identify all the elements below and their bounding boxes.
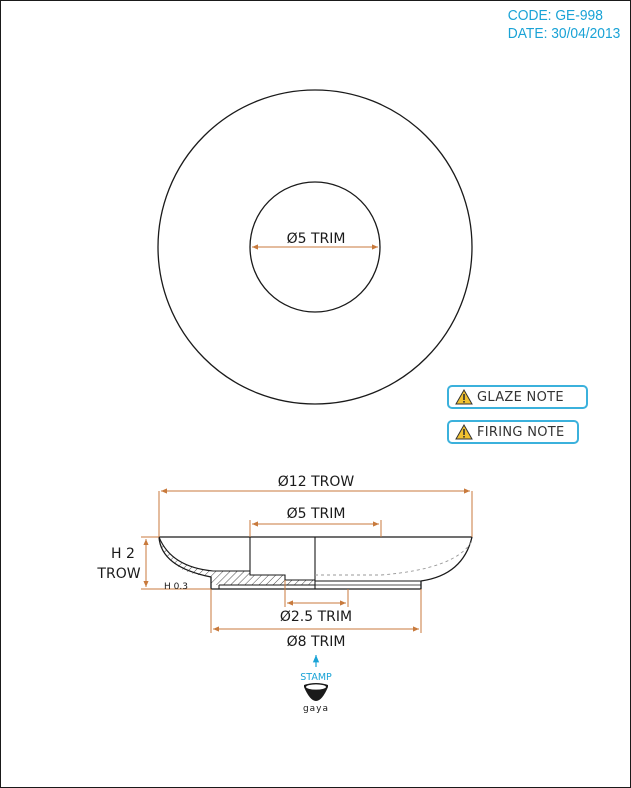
- warning-icon: [455, 389, 473, 405]
- glaze-note-button[interactable]: GLAZE NOTE: [447, 385, 588, 409]
- code-label: CODE: GE-998: [507, 7, 603, 24]
- foot-outer-label: Ø8 TRIM: [287, 634, 346, 650]
- title-block: CODE: GE-998 DATE: 30/04/2013: [507, 7, 620, 43]
- top-view: Ø5 TRIM: [157, 89, 473, 405]
- height-label-line1: H 2: [111, 546, 135, 562]
- stamp-brand: gaya: [303, 704, 329, 714]
- inner-diameter-label-bg: [279, 229, 353, 245]
- overall-diameter-label: Ø12 TROW: [278, 474, 355, 490]
- inner-well-circle: [249, 181, 381, 313]
- section-outline-right: [420, 536, 473, 582]
- hidden-well-line: [315, 540, 473, 576]
- section-hatch: [159, 537, 315, 585]
- gaya-logo-icon: gaya: [303, 683, 329, 714]
- section-view: Ø12 TROW Ø5 TRIM H 2 TROW H 0.3 Ø2.5 TRI…: [96, 474, 473, 650]
- section-outline-left: [158, 536, 422, 590]
- glaze-note-label: GLAZE NOTE: [477, 389, 564, 405]
- date-label: DATE: 30/04/2013: [507, 25, 620, 42]
- inner-diameter-label: Ø5 TRIM: [287, 231, 346, 247]
- height-label-line2: TROW: [96, 566, 140, 582]
- outer-rim-circle: [157, 89, 473, 405]
- well-diameter-label: Ø5 TRIM: [287, 506, 346, 522]
- foot-height-label: H 0.3: [164, 582, 188, 592]
- foot-inner-label: Ø2.5 TRIM: [280, 609, 352, 625]
- stamp-label: STAMP: [300, 672, 332, 683]
- firing-note-button[interactable]: FIRING NOTE: [447, 420, 579, 444]
- stamp-callout: STAMP gaya: [300, 655, 332, 714]
- firing-note-label: FIRING NOTE: [477, 424, 565, 440]
- well-profile: [249, 537, 315, 581]
- warning-icon: [455, 424, 473, 440]
